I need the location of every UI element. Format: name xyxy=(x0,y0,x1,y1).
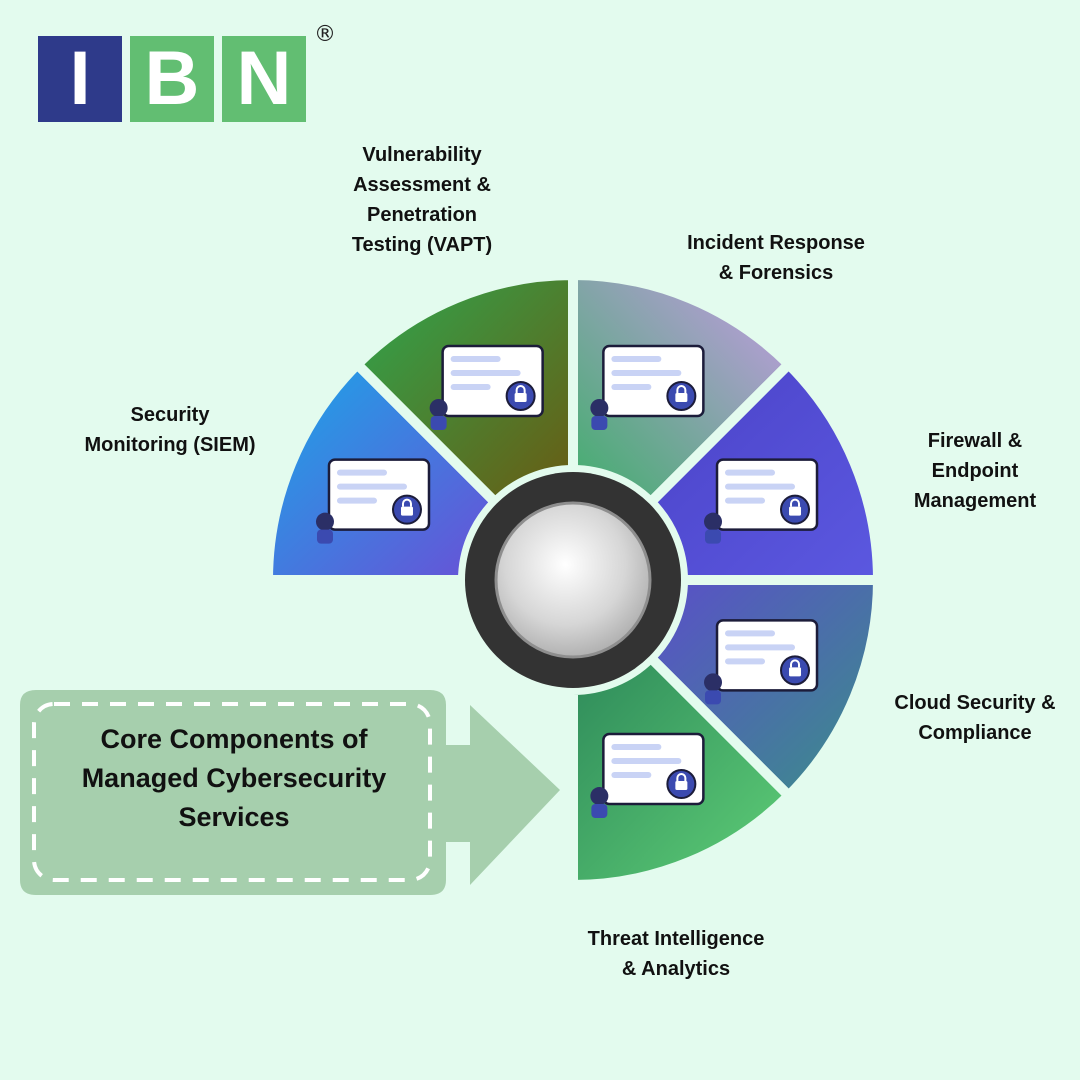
registered-mark: ® xyxy=(314,22,336,47)
cloud-security-illustration xyxy=(704,619,819,705)
label-threat-intelligence: Threat Intelligence & Analytics xyxy=(587,928,765,980)
label-incident-response: Incident Response & Forensics xyxy=(687,232,865,284)
logo-letter-i: I xyxy=(38,36,122,122)
callout-title: Core Components of Managed Cybersecurity… xyxy=(81,724,387,832)
wheel-illustrations xyxy=(315,344,819,819)
callout-dashed-border xyxy=(32,702,432,882)
logo-letter-n: N xyxy=(222,36,306,122)
ibn-logo: I B N ® xyxy=(38,22,338,126)
security-monitoring-illustration xyxy=(315,458,431,544)
label-vapt: Vulnerability Assessment & Penetration T… xyxy=(351,144,493,256)
callout-arrow-shape xyxy=(20,690,560,895)
callout-arrow xyxy=(20,690,560,895)
label-cloud-security: Cloud Security & Compliance xyxy=(894,692,1056,744)
label-firewall-endpoint: Firewall & Endpoint Management xyxy=(913,430,1037,512)
firewall-endpoint-illustration xyxy=(704,458,819,544)
threat-analytics-illustration xyxy=(590,732,705,819)
center-knob xyxy=(494,501,652,659)
logo-letter-b: B xyxy=(130,36,214,122)
label-security-monitoring: Security Monitoring (SIEM) xyxy=(84,404,256,456)
vulnerability-scan-illustration xyxy=(429,344,544,430)
incident-response-illustration xyxy=(590,344,705,430)
